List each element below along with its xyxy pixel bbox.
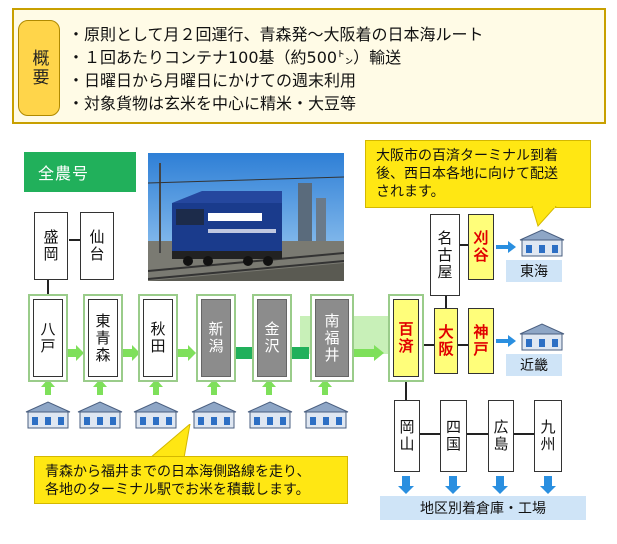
- station-shikoku: 四国: [440, 400, 467, 472]
- station-morioka: 盛岡: [34, 212, 68, 280]
- station-minamifukui: 南福井: [310, 294, 354, 382]
- rice-callout-pointer: [149, 424, 191, 458]
- station-osaka: 大阪: [434, 308, 458, 374]
- station-kariya: 刈谷: [468, 214, 494, 280]
- station-kyushu: 九州: [534, 400, 562, 472]
- station-nagoya: 名古屋: [430, 214, 460, 296]
- station-kobe: 神戸: [468, 308, 494, 374]
- rice-callout: 青森から福井までの日本海側路線を走り、 各地のターミナル駅でお米を積載します。: [34, 456, 348, 504]
- summary-line-2: ・１回あたりコンテナ100基（約500㌧）輸送: [68, 48, 402, 67]
- osaka-callout-pointer: [531, 206, 557, 227]
- station-kudara: 百済: [388, 294, 424, 382]
- station-sendai: 仙台: [80, 212, 114, 280]
- summary-line-4: ・対象貨物は玄米を中心に精米・大豆等: [68, 94, 357, 113]
- station-hiroshima: 広島: [488, 400, 514, 472]
- station-higashiaomori: 東青森: [83, 294, 123, 382]
- summary-line-1: ・原則として月２回運行、青森発～大阪着の日本海ルート: [68, 25, 484, 44]
- locomotive-photo: [148, 153, 344, 281]
- locomotive-photo-illustration: [148, 153, 344, 281]
- region-tokai: 東海: [506, 260, 562, 282]
- station-niigata: 新潟: [196, 294, 236, 382]
- region-kinki: 近畿: [506, 354, 562, 376]
- station-okayama: 岡山: [394, 400, 420, 472]
- osaka-callout: 大阪市の百済ターミナル到着 後、西日本各地に向けて配送 されます。: [365, 140, 591, 208]
- region-arrows: [398, 241, 556, 494]
- station-hachinohe: 八戸: [28, 294, 68, 382]
- kanazawa-minamifukui-bar: [291, 347, 309, 359]
- region-warehouse: 地区別着倉庫・工場: [380, 496, 586, 520]
- niigata-kanazawa-bar: [234, 347, 252, 359]
- route-arrows: [66, 345, 384, 361]
- loading-arrows: [41, 379, 332, 395]
- summary-box: [12, 8, 606, 124]
- station-akita: 秋田: [138, 294, 178, 382]
- station-kanazawa: 金沢: [252, 294, 292, 382]
- summary-line-3: ・日曜日から月曜日にかけての週末利用: [68, 71, 357, 90]
- train-name-banner: 全農号: [24, 152, 136, 192]
- summary-tag: 概要: [18, 20, 60, 116]
